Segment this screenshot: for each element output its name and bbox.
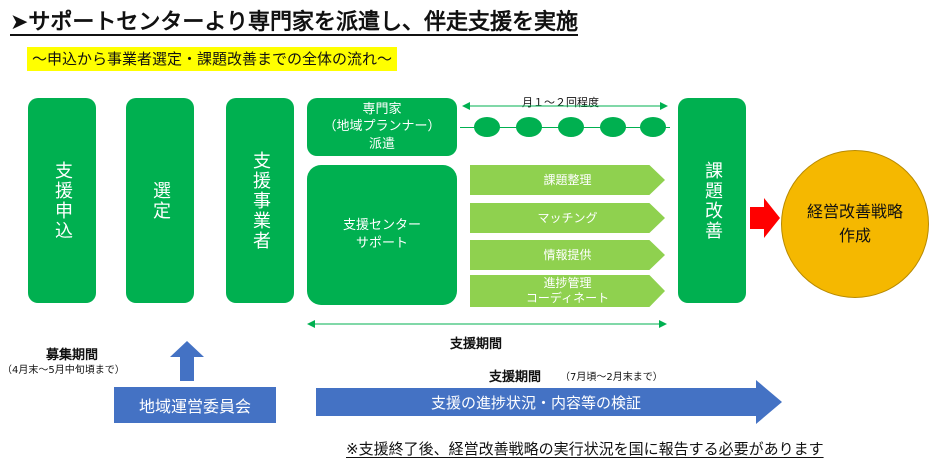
up-arrow-icon (170, 341, 204, 381)
strategy-line-1: 経営改善戦略 (806, 202, 903, 221)
step-improve-label: 課題改善 (702, 160, 723, 241)
support-center-line-2: サポート (355, 236, 408, 251)
verification-label: 支援の進捗状況・内容等の検証 (430, 393, 641, 412)
chevron-right-icon (194, 152, 230, 240)
support-period-label: 支援期間 (450, 337, 503, 352)
step-business-label: 支援事業者 (250, 150, 271, 251)
support-center-line-1: 支援センター (342, 217, 421, 233)
task-matching: マッチング (470, 203, 665, 233)
frequency-range-arrow (462, 102, 668, 110)
flow-subtitle: 〜申込から事業者選定・課題改善までの全体の流れ〜 (27, 47, 398, 71)
visit-dot (558, 117, 584, 137)
visit-dot (516, 117, 542, 137)
task-issue-organize: 課題整理 (470, 165, 665, 195)
support-period-range-arrow (307, 320, 667, 328)
recruit-period-label: 募集期間 (46, 348, 99, 363)
strategy-circle: 経営改善戦略 作成 (781, 150, 929, 298)
expert-dispatch-box: 専門家 （地域プランナー） 派遣 (307, 98, 457, 156)
task-label: マッチング (537, 210, 598, 225)
task-label: 課題整理 (543, 172, 592, 187)
task-label-line-2: コーディネート (525, 291, 610, 305)
step-select-label: 選定 (150, 180, 171, 221)
committee-label: 地域運営委員会 (138, 397, 251, 416)
step-select: 選定 (126, 98, 194, 303)
visit-dot (600, 117, 626, 137)
task-label-line-1: 進捗管理 (543, 276, 592, 290)
page-title: ➤サポートセンターより専門家を派遣し、伴走支援を実施 (10, 10, 578, 35)
red-arrow-icon (750, 198, 780, 238)
visit-dot (640, 117, 666, 137)
step-business: 支援事業者 (226, 98, 294, 303)
task-label: 情報提供 (543, 247, 592, 262)
expert-line-3: 派遣 (368, 136, 395, 152)
task-progress-coordinate: 進捗管理 コーディネート (470, 275, 665, 307)
visit-dot (474, 117, 500, 137)
expert-line-1: 専門家 (362, 101, 402, 117)
step-apply-label: 支援申込 (52, 160, 73, 241)
recruit-period-range: （4月末〜5月中旬頃まで） (2, 365, 125, 376)
report-note: ※支援終了後、経営改善戦略の実行状況を国に報告する必要があります (346, 440, 824, 458)
support-period-2-range: （7月頃〜2月末まで） (560, 372, 663, 383)
verification-arrow: 支援の進捗状況・内容等の検証 (316, 380, 782, 424)
regional-committee-box: 地域運営委員会 (114, 387, 276, 423)
step-improve: 課題改善 (678, 98, 746, 303)
task-info-provide: 情報提供 (470, 240, 665, 270)
step-apply: 支援申込 (28, 98, 96, 303)
support-center-box: 支援センター サポート (307, 165, 457, 305)
support-period-2-label: 支援期間 (489, 370, 542, 385)
expert-line-2: （地域プランナー） (323, 119, 441, 135)
strategy-line-2: 作成 (838, 226, 871, 245)
